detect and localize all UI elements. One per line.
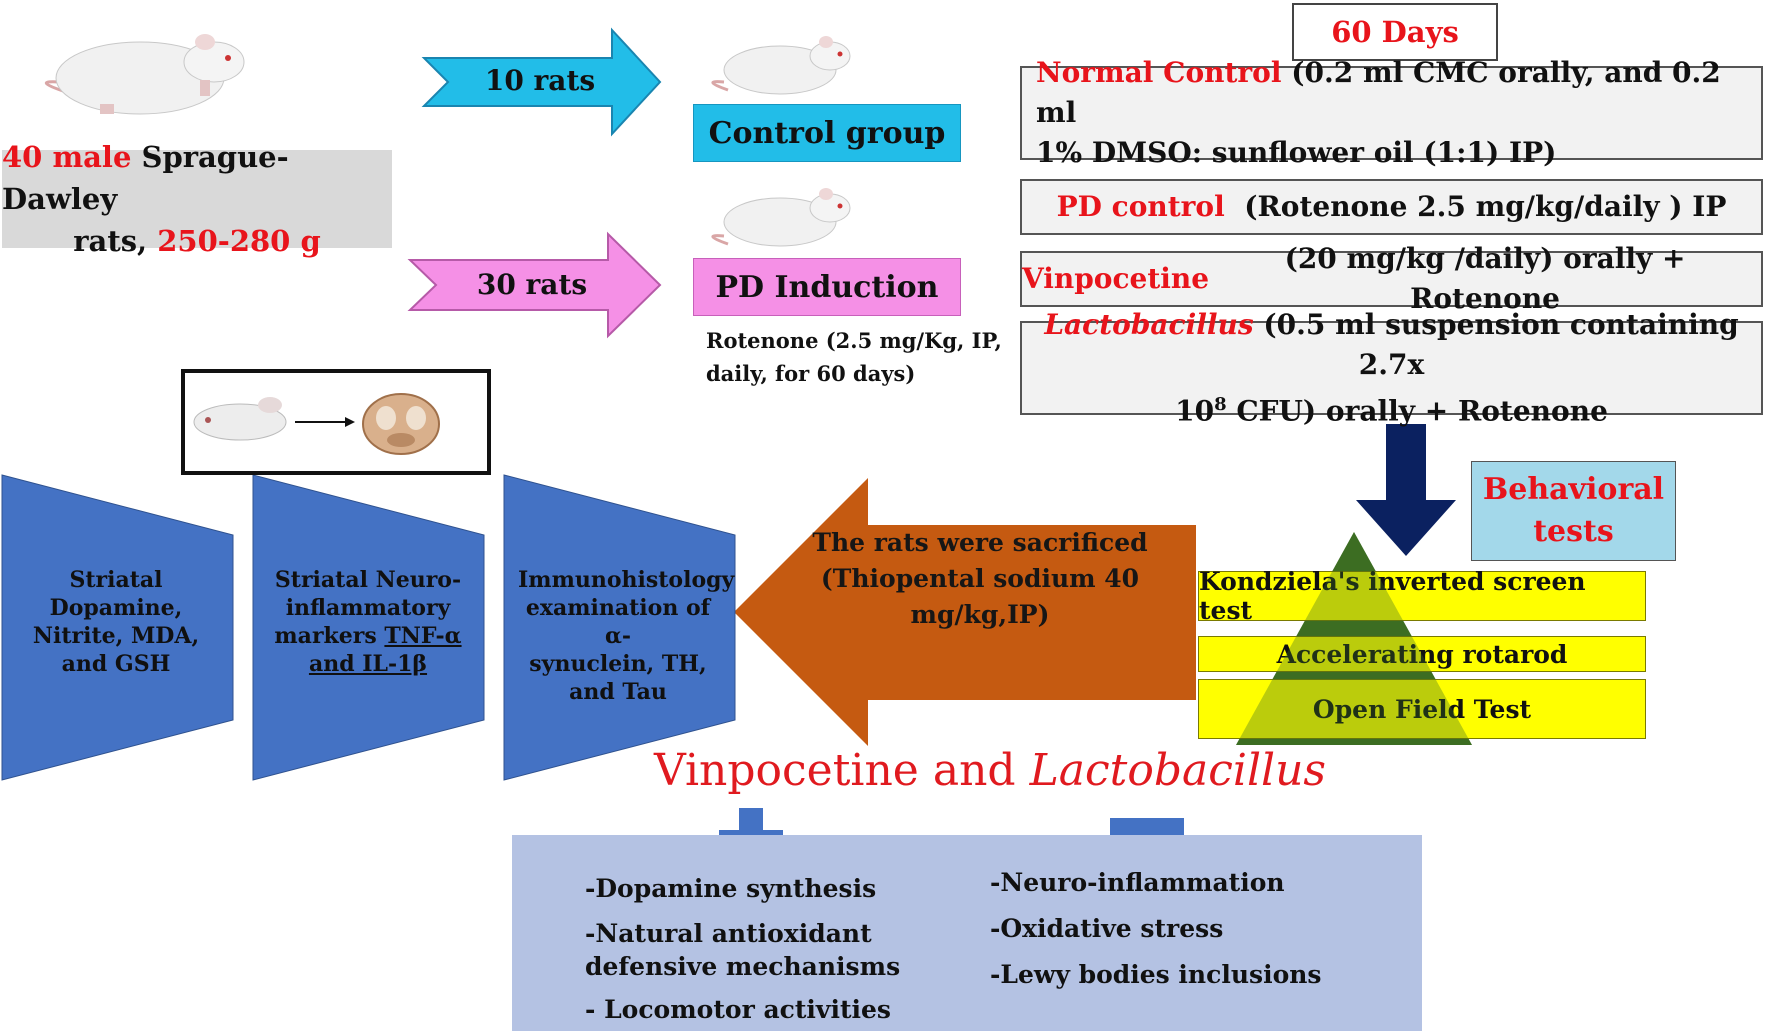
brain-slice-icon	[362, 393, 440, 455]
rat-head-icon	[193, 397, 287, 441]
funnel-1	[1, 474, 234, 781]
rat-icon	[711, 188, 851, 247]
list-item: -Neuro-inflammation	[990, 868, 1285, 897]
list-item: -Lewy bodies inclusions	[990, 960, 1322, 989]
list-item: -Dopamine synthesis	[585, 874, 877, 903]
analysis-inflammation: Striatal Neuro- inflammatory markers TNF…	[274, 567, 462, 677]
animal-strain: Sprague-Dawley	[2, 140, 289, 216]
treatment-pd-control: PD control (Rotenone 2.5 mg/kg/daily ) I…	[1020, 179, 1763, 235]
analysis-oxidative: Striatal Dopamine, Nitrite, MDA, and GSH	[32, 567, 200, 677]
duration-box: 60 Days	[1292, 3, 1498, 61]
list-item: - Locomotor activities	[585, 995, 891, 1024]
arrow-sacrifice	[734, 478, 1196, 746]
arrow-label-control: 10 rats	[484, 64, 596, 97]
pd-induction-box: PD Induction	[693, 258, 961, 316]
animal-weight: 250-280 g	[157, 224, 321, 258]
arrow-to-pd	[407, 231, 662, 339]
treatment-lactobacillus: Lactobacillus (0.5 ml suspension contain…	[1020, 308, 1763, 427]
rat-icon	[45, 34, 245, 115]
list-item: defensive mechanisms	[585, 952, 901, 981]
list-item: -Oxidative stress	[990, 914, 1224, 943]
funnel-2	[252, 474, 485, 781]
test-open-field: Open Field Test	[1198, 679, 1646, 739]
rat-icon	[711, 36, 851, 95]
treatment-vinpocetine: Vinpocetine (20 mg/kg /daily) orally + R…	[1020, 242, 1763, 315]
analysis-immunohistology: Immunohistology examination of α- synucl…	[518, 567, 735, 705]
control-group-box: Control group	[693, 104, 961, 162]
behavioral-tests-box: Behavioral tests	[1471, 461, 1676, 561]
arrow-to-control	[421, 27, 662, 137]
effects-decrease-list: -Neuro-inflammation -Oxidative stress -L…	[990, 866, 1390, 991]
test-rotarod: Accelerating rotarod	[1198, 636, 1646, 672]
test-inverted-screen: Kondziela's inverted screen test	[1198, 567, 1646, 625]
treatment-normal-control: Normal Control (0.2 ml CMC orally, and 0…	[1020, 56, 1763, 169]
animal-label: rats,	[73, 224, 158, 258]
effects-increase-list: -Dopamine synthesis -Natural antioxidant…	[585, 872, 945, 1026]
pd-induction-note: Rotenone (2.5 mg/Kg, IP, daily, for 60 d…	[706, 328, 1002, 386]
sacrifice-text: The rats were sacrificed (Thiopental sod…	[812, 528, 1148, 629]
conclusion-title: Vinpocetine and Lactobacillus	[653, 745, 1327, 796]
animal-count: 40 male	[2, 140, 132, 174]
arrow-down-to-tests	[1356, 424, 1456, 556]
funnel-3	[503, 474, 736, 781]
list-item: -Natural antioxidant	[585, 919, 872, 948]
effects-box	[512, 835, 1422, 1031]
arrow-label-pd: 30 rats	[476, 268, 588, 301]
source-animals-box: 40 male Sprague-Dawley rats, 250-280 g	[2, 140, 392, 258]
